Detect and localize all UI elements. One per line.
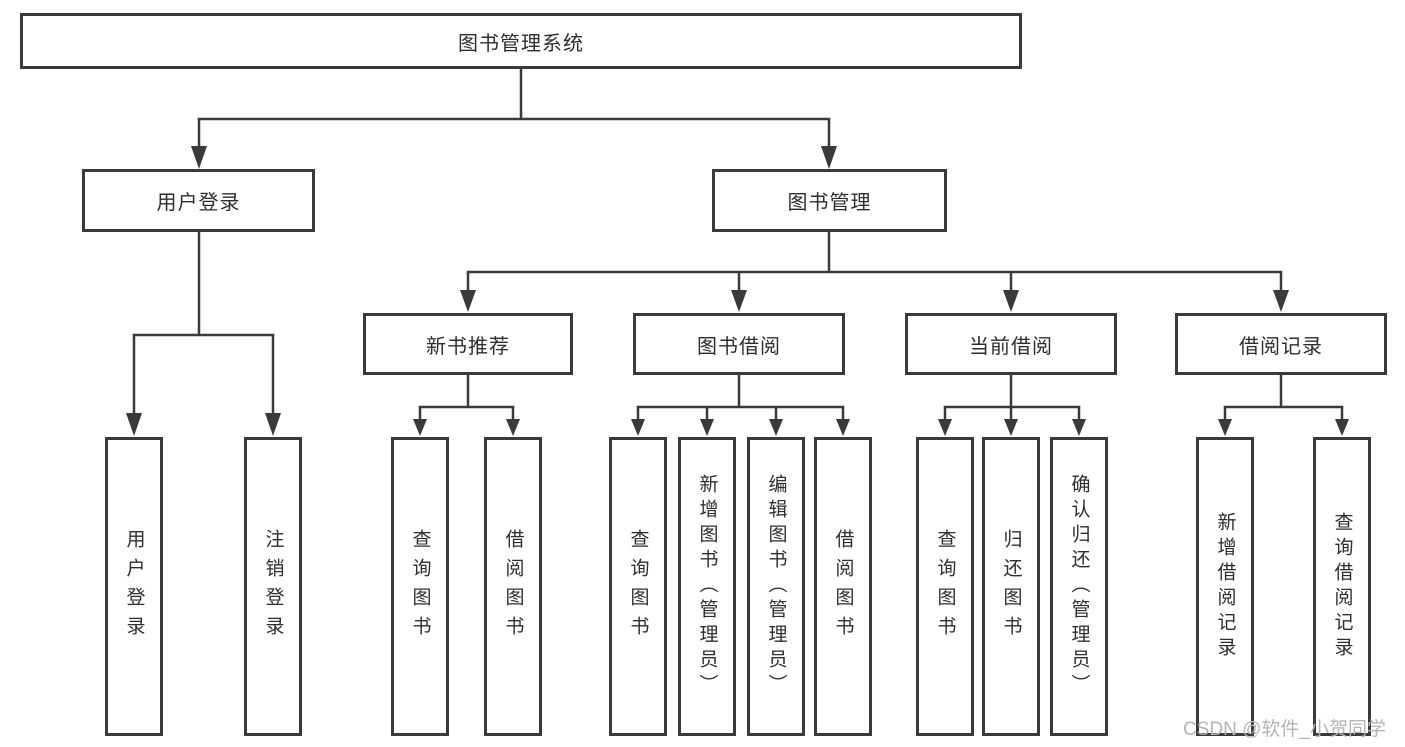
leaf-borrow-add-book-admin: 新增图书（管理员） [678,437,736,736]
connector-current-borrow-leaves [938,375,1086,436]
node-new-book-recommend-label: 新书推荐 [426,335,510,358]
leaf-logout: 注销登录 [244,437,302,736]
node-current-borrow: 当前借阅 [905,313,1117,375]
leaf-current-query-book: 查询图书 [916,437,974,736]
node-borrow-records: 借阅记录 [1175,313,1387,375]
leaf-current-return-book: 归还图书 [982,437,1040,736]
node-new-book-recommend: 新书推荐 [363,313,573,375]
connector-new-books-leaves [413,375,520,436]
leaf-newbooks-borrow-book: 借阅图书 [484,437,542,736]
connector-borrow-records-leaves [1218,375,1349,436]
node-user-login: 用户登录 [82,169,315,232]
node-book-borrow: 图书借阅 [633,313,845,375]
node-book-borrow-label: 图书借阅 [697,335,781,358]
connector-user-login-children [126,232,281,436]
connector-book-borrow-leaves [631,375,850,436]
leaf-records-add-record: 新增借阅记录 [1196,437,1254,736]
leaf-borrow-query-book: 查询图书 [609,437,667,736]
leaf-borrow-borrow-book: 借阅图书 [814,437,872,736]
leaf-borrow-edit-book-admin: 编辑图书（管理员） [747,437,805,736]
node-borrow-records-label: 借阅记录 [1239,335,1323,358]
connector-book-mgmt-children [460,232,1289,312]
node-current-borrow-label: 当前借阅 [969,335,1053,358]
leaf-records-query-record: 查询借阅记录 [1313,437,1371,736]
node-book-management: 图书管理 [712,169,947,232]
leaf-user-login: 用户登录 [105,437,163,736]
node-root: 图书管理系统 [20,13,1022,69]
csdn-watermark: CSDN @软件_小贺同学 [1183,719,1386,740]
connector-root-to-level2 [191,69,837,169]
leaf-current-confirm-return-admin: 确认归还（管理员） [1050,437,1108,736]
node-book-management-label: 图书管理 [787,192,872,214]
node-user-login-label: 用户登录 [156,192,241,214]
node-root-label: 图书管理系统 [458,32,584,55]
leaf-newbooks-query-book: 查询图书 [391,437,449,736]
